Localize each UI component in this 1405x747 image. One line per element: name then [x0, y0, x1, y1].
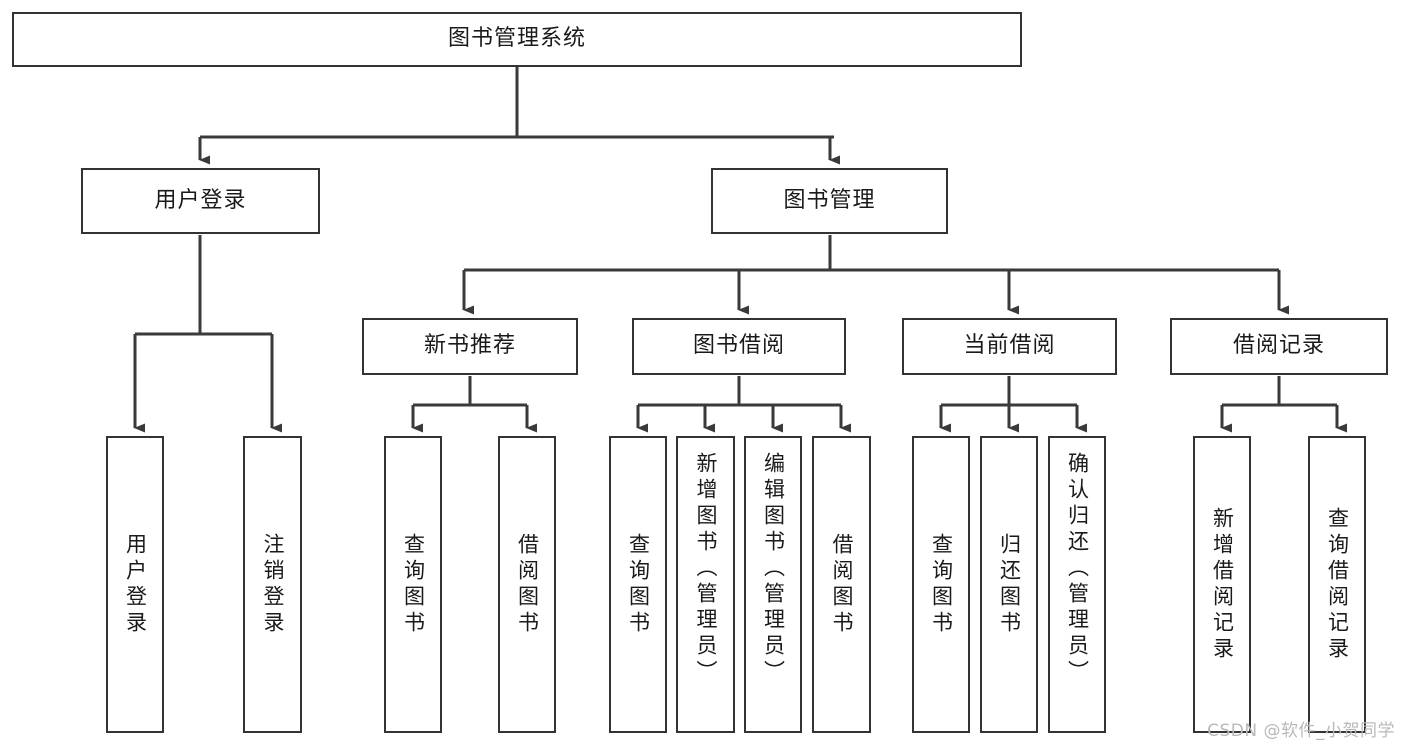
- node-root[interactable]: 图书管理系统: [12, 12, 1022, 67]
- node-book-borrow[interactable]: 图书借阅: [632, 318, 846, 375]
- node-user-login[interactable]: 用户登录: [81, 168, 320, 234]
- node-leaf-user-login-label: 用户登录: [123, 532, 148, 637]
- node-user-login-label: 用户登录: [154, 187, 247, 213]
- node-leaf-borrow-book-1[interactable]: 借阅图书: [498, 436, 556, 733]
- node-leaf-query-book-3[interactable]: 查询图书: [912, 436, 970, 733]
- node-leaf-query-book-2-label: 查询图书: [626, 532, 651, 637]
- node-leaf-query-book-3-label: 查询图书: [929, 532, 954, 637]
- node-leaf-add-book[interactable]: 新增图书（管理员）: [676, 436, 735, 733]
- node-leaf-borrow-book-2-label: 借阅图书: [830, 532, 854, 637]
- node-leaf-user-login[interactable]: 用户登录: [106, 436, 164, 733]
- node-root-label: 图书管理系统: [447, 26, 586, 52]
- node-current-borrow[interactable]: 当前借阅: [902, 318, 1117, 375]
- node-leaf-add-record-label: 新增借阅记录: [1210, 506, 1235, 663]
- node-leaf-query-record-label: 查询借阅记录: [1325, 506, 1350, 663]
- node-leaf-query-book-2[interactable]: 查询图书: [609, 436, 667, 733]
- node-current-borrow-label: 当前借阅: [963, 333, 1056, 359]
- node-leaf-return-book-label: 归还图书: [997, 532, 1022, 637]
- node-borrow-record[interactable]: 借阅记录: [1170, 318, 1388, 375]
- node-leaf-query-book-1[interactable]: 查询图书: [384, 436, 442, 733]
- node-leaf-confirm-return-label: 确认归还（管理员）: [1065, 452, 1090, 686]
- node-leaf-borrow-book-1-label: 借阅图书: [515, 532, 540, 637]
- node-leaf-return-book[interactable]: 归还图书: [980, 436, 1038, 733]
- node-book-management[interactable]: 图书管理: [711, 168, 948, 234]
- node-leaf-edit-book[interactable]: 编辑图书（管理员）: [744, 436, 802, 733]
- node-leaf-add-record[interactable]: 新增借阅记录: [1193, 436, 1251, 733]
- node-leaf-logout-login-label: 注销登录: [261, 532, 285, 637]
- node-new-book-recommend-label: 新书推荐: [423, 333, 516, 359]
- node-book-management-label: 图书管理: [783, 187, 876, 213]
- node-borrow-record-label: 借阅记录: [1232, 333, 1325, 359]
- watermark-text: CSDN @软件_小贺同学: [1207, 721, 1395, 741]
- node-leaf-edit-book-label: 编辑图书（管理员）: [761, 452, 786, 686]
- node-leaf-borrow-book-2[interactable]: 借阅图书: [812, 436, 871, 733]
- node-new-book-recommend[interactable]: 新书推荐: [362, 318, 578, 375]
- node-leaf-query-book-1-label: 查询图书: [401, 532, 426, 637]
- node-book-borrow-label: 图书借阅: [692, 333, 785, 359]
- node-leaf-add-book-label: 新增图书（管理员）: [694, 452, 718, 686]
- node-leaf-query-record[interactable]: 查询借阅记录: [1308, 436, 1366, 733]
- node-leaf-logout-login[interactable]: 注销登录: [243, 436, 302, 733]
- node-leaf-confirm-return[interactable]: 确认归还（管理员）: [1048, 436, 1106, 733]
